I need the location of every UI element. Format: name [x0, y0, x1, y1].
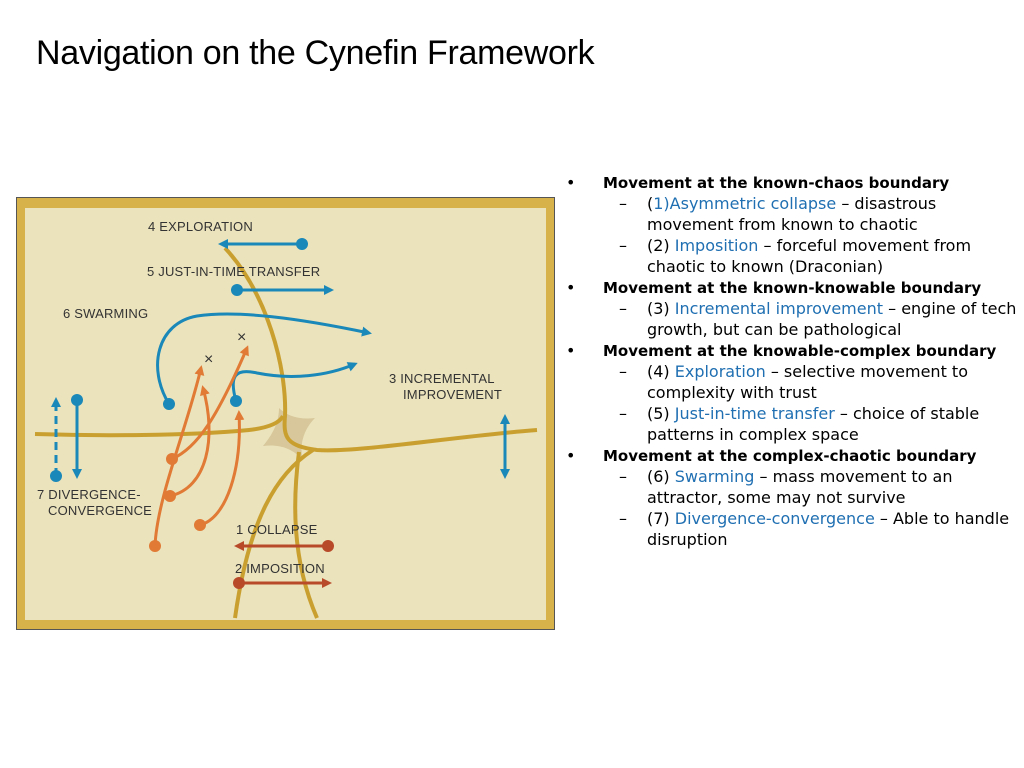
item-term: Divergence-convergence [674, 509, 875, 528]
boundary-line-bottom [293, 451, 319, 619]
orange-dot-3 [164, 490, 176, 502]
dash-symbol: – [619, 467, 627, 486]
sub-item-imposition: – (2) Imposition – forceful movement fro… [565, 236, 1020, 277]
dash-symbol: – [619, 236, 627, 255]
jit-transfer-dot [231, 284, 243, 296]
bullet-heading: Movement at the complex-chaotic boundary [603, 447, 977, 465]
label-divergence-2: CONVERGENCE [48, 503, 152, 518]
orange-arrow-2 [171, 345, 249, 461]
swarming-dot-1 [163, 398, 175, 410]
item-prefix: ( [647, 194, 654, 213]
dash-symbol: – [619, 194, 627, 213]
item-rest: – engine of tech growth, but can be path… [647, 299, 1017, 339]
orange-arrow-3 [169, 385, 211, 498]
divergence-dot-1 [50, 470, 62, 482]
bullet-heading: Movement at the known-knowable boundary [603, 279, 982, 297]
orange-dot-2 [166, 453, 178, 465]
item-prefix: (5) [647, 404, 675, 423]
bullet-knowable-complex: • Movement at the knowable-complex bound… [565, 341, 1020, 445]
diagram-canvas: × × 4 EXPLORATION 5 JUST-IN-TIME TRANSFE… [17, 198, 554, 629]
item-term: Exploration [674, 362, 766, 381]
sub-item-exploration: – (4) Exploration – selective movement t… [565, 362, 1020, 403]
item-rest: – forceful movement from chaotic to know… [647, 236, 972, 276]
item-prefix: (3) [647, 299, 675, 318]
orange-arrow-4 [199, 410, 245, 527]
dash-symbol: – [619, 404, 627, 423]
collapse-dot [322, 540, 334, 552]
item-term: 1)Asymmetric collapse [653, 194, 837, 213]
sub-item-swarming: – (6) Swarming – mass movement to an att… [565, 467, 1020, 508]
label-collapse: 1 COLLAPSE [236, 522, 318, 537]
disorder-area [263, 408, 315, 460]
bullet-symbol: • [566, 341, 576, 360]
item-term: Imposition [674, 236, 759, 255]
bullet-heading: Movement at the knowable-complex boundar… [603, 342, 997, 360]
item-rest: – disastrous movement from known to chao… [647, 194, 937, 234]
exploration-dot [296, 238, 308, 250]
sub-item-divergence: – (7) Divergence-convergence – Able to h… [565, 509, 1020, 550]
bullet-symbol: • [566, 173, 576, 192]
boundary-line-left [34, 414, 285, 438]
label-divergence-1: 7 DIVERGENCE- [37, 487, 141, 502]
item-term: Incremental improvement [674, 299, 884, 318]
item-term: Swarming [674, 467, 755, 486]
bullet-symbol: • [566, 278, 576, 297]
imposition-dot [233, 577, 245, 589]
divergence-dot-2 [71, 394, 83, 406]
item-prefix: (7) [647, 509, 675, 528]
swarming-arrow-1 [156, 312, 372, 405]
label-imposition: 2 IMPOSITION [235, 561, 325, 576]
x-mark-2: × [237, 329, 247, 346]
label-jit-transfer: 5 JUST-IN-TIME TRANSFER [147, 264, 320, 279]
sub-item-jit-transfer: – (5) Just-in-time transfer – choice of … [565, 404, 1020, 445]
bullet-known-chaos: • Movement at the known-chaos boundary –… [565, 173, 1020, 277]
boundary-line-top-right [223, 246, 538, 453]
dash-symbol: – [619, 362, 627, 381]
bullet-heading: Movement at the known-chaos boundary [603, 174, 950, 192]
cynefin-diagram: × × 4 EXPLORATION 5 JUST-IN-TIME TRANSFE… [16, 197, 555, 630]
item-prefix: (6) [647, 467, 675, 486]
swarming-dot-2 [230, 395, 242, 407]
label-incremental-2: IMPROVEMENT [403, 387, 502, 402]
dash-symbol: – [619, 299, 627, 318]
item-prefix: (2) [647, 236, 675, 255]
sub-item-incremental: – (3) Incremental improvement – engine o… [565, 299, 1020, 340]
bullet-list: • Movement at the known-chaos boundary –… [565, 173, 1020, 552]
slide-title: Navigation on the Cynefin Framework [36, 34, 595, 72]
bullet-symbol: • [566, 446, 576, 465]
bullet-complex-chaotic: • Movement at the complex-chaotic bounda… [565, 446, 1020, 550]
dash-symbol: – [619, 509, 627, 528]
label-swarming: 6 SWARMING [63, 306, 148, 321]
orange-dot-1 [149, 540, 161, 552]
x-mark-1: × [204, 351, 214, 368]
item-rest: – Able to handle disruption [647, 509, 1010, 549]
item-rest: – choice of stable patterns in complex s… [647, 404, 980, 444]
bullet-known-knowable: • Movement at the known-knowable boundar… [565, 278, 1020, 340]
orange-dot-4 [194, 519, 206, 531]
item-rest: – mass movement to an attractor, some ma… [647, 467, 953, 507]
item-prefix: (4) [647, 362, 675, 381]
sub-item-collapse: – (1)Asymmetric collapse – disastrous mo… [565, 194, 1020, 235]
item-term: Just-in-time transfer [674, 404, 835, 423]
item-rest: – selective movement to complexity with … [647, 362, 968, 402]
label-incremental-1: 3 INCREMENTAL [389, 371, 495, 386]
label-exploration: 4 EXPLORATION [148, 219, 253, 234]
